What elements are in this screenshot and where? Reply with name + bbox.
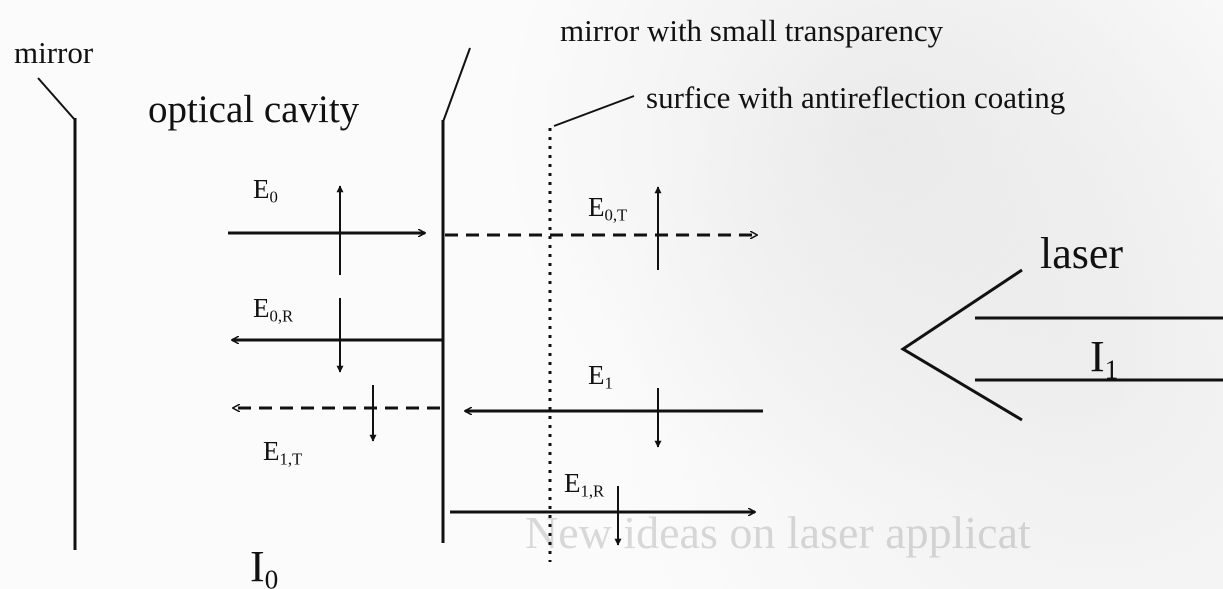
label-E0R: E0,R — [253, 293, 294, 326]
label-mirror-small-transparency: mirror with small transparency — [560, 13, 944, 48]
antireflection-pointer — [553, 95, 635, 127]
label-antireflection-surface: surfice with antireflection coating — [646, 80, 1066, 115]
label-laser: laser — [1040, 229, 1124, 278]
label-E1T: E1,T — [263, 436, 303, 469]
label-mirror: mirror — [14, 35, 94, 70]
label-E1R: E1,R — [564, 468, 605, 501]
transparent-mirror-pointer — [442, 47, 471, 123]
label-beam-I0: I0 — [250, 542, 279, 589]
mirror-pointer — [37, 77, 76, 121]
laser-beam-head — [900, 268, 1023, 422]
background-heading: New ideas on laser applicat — [525, 507, 1031, 558]
label-E1: E1 — [588, 360, 613, 393]
label-E0: E0 — [253, 174, 278, 207]
label-beam-I1: I1 — [1090, 332, 1119, 385]
label-E0T: E0,T — [588, 192, 628, 225]
label-optical-cavity: optical cavity — [148, 88, 360, 131]
